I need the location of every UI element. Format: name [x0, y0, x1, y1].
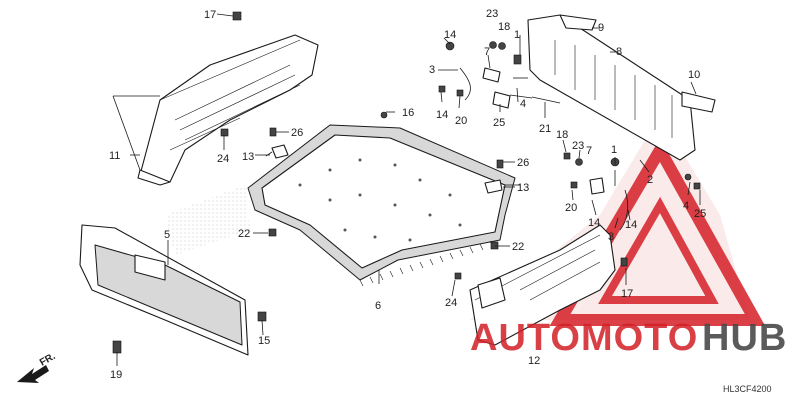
callout-10: 10: [688, 69, 700, 81]
callout-20: 20: [455, 115, 467, 127]
right-hinge-hardware: [563, 152, 701, 231]
callout-1: 1: [514, 29, 520, 41]
callout-13: 13: [517, 182, 529, 194]
callout-25: 25: [694, 208, 706, 220]
callout-22: 22: [512, 241, 524, 253]
callout-14: 14: [436, 109, 448, 121]
side-panel-11: [112, 11, 319, 186]
callout-14: 14: [444, 29, 456, 41]
callout-21: 21: [539, 123, 551, 135]
watermark-text-part2: HUB: [702, 317, 787, 359]
callout-5: 5: [164, 229, 170, 241]
callout-17: 17: [621, 288, 633, 300]
callout-numbers: 17 23 18 14 1 9 7 3 8 10 14 20 25 4 16 2…: [109, 8, 706, 381]
callout-4: 4: [520, 98, 526, 110]
side-panel-12: [454, 224, 628, 346]
callout-24: 24: [217, 153, 229, 165]
callout-3: 3: [429, 64, 435, 76]
diagram-code: HL3CF4200: [723, 384, 772, 394]
callout-13: 13: [242, 151, 254, 163]
callout-18: 18: [498, 21, 510, 33]
callout-26: 26: [291, 127, 303, 139]
callout-4: 4: [683, 200, 689, 212]
callout-8: 8: [616, 46, 622, 58]
callout-24: 24: [445, 297, 457, 309]
callout-7: 7: [586, 145, 592, 157]
callout-7: 7: [484, 46, 490, 58]
callout-18: 18: [556, 129, 568, 141]
callout-12: 12: [528, 355, 540, 367]
fr-label: FR.: [38, 351, 58, 369]
callout-3: 3: [608, 231, 614, 243]
callout-26: 26: [517, 157, 529, 169]
front-direction-arrow: FR.: [17, 351, 58, 383]
callout-16: 16: [402, 107, 414, 119]
callout-1: 1: [611, 144, 617, 156]
callout-15: 15: [258, 335, 270, 347]
callout-23: 23: [572, 140, 584, 152]
callout-14: 14: [625, 219, 637, 231]
callout-19: 19: [110, 369, 122, 381]
callout-25: 25: [493, 117, 505, 129]
leader-lines: [116, 13, 701, 366]
bed-floor-6: [247, 111, 520, 287]
callout-2: 2: [647, 174, 653, 186]
tailgate-8: [527, 14, 716, 161]
hinge-hardware: [438, 41, 533, 109]
callout-22: 22: [238, 228, 250, 240]
callout-23: 23: [486, 8, 498, 20]
callout-6: 6: [375, 300, 381, 312]
callout-14: 14: [588, 217, 600, 229]
callout-17: 17: [204, 9, 216, 21]
callout-9: 9: [598, 22, 604, 34]
watermark-text-part1: AUTOMOTO: [470, 317, 698, 359]
callout-11: 11: [109, 150, 120, 162]
front-panel-5: [79, 185, 267, 356]
callout-20: 20: [565, 202, 577, 214]
watermark-text: AUTOMOTO HUB: [470, 317, 787, 359]
